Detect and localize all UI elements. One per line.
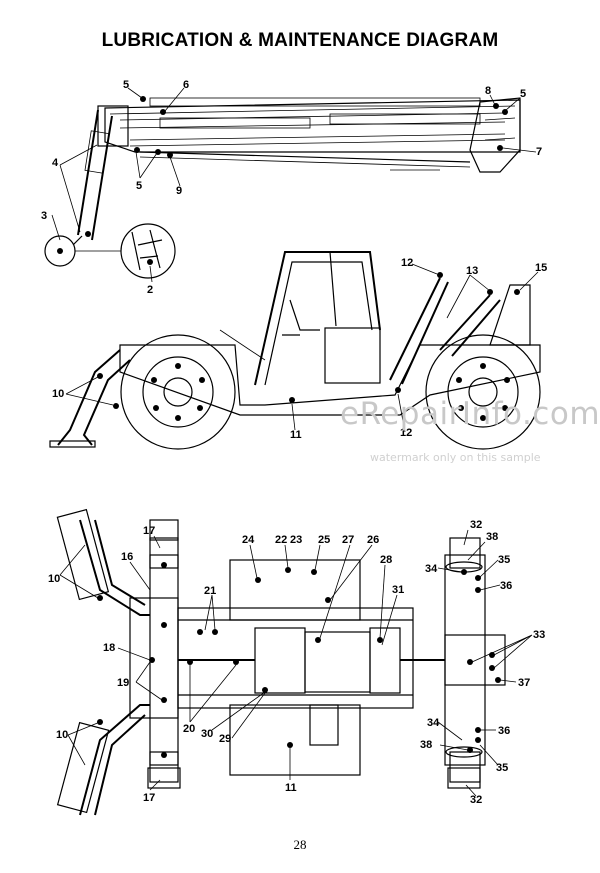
callout-plan-17a: 17 bbox=[143, 525, 155, 537]
callout-side-11: 11 bbox=[290, 429, 302, 441]
machine-side-view: 12 13 15 10 11 12 bbox=[49, 251, 547, 450]
callout-plan-36a: 36 bbox=[500, 580, 512, 592]
callout-plan-27: 27 bbox=[342, 534, 354, 546]
callout-side-12b: 12 bbox=[400, 427, 412, 439]
callout-plan-22: 22 bbox=[275, 534, 287, 546]
callout-plan-19: 19 bbox=[117, 677, 129, 689]
callout-plan-36b: 36 bbox=[498, 725, 510, 737]
callout-plan-30: 30 bbox=[201, 728, 213, 740]
callout-plan-26: 26 bbox=[367, 534, 379, 546]
callout-plan-28: 28 bbox=[380, 554, 392, 566]
callout-plan-38b: 38 bbox=[420, 739, 432, 751]
callout-plan-10b: 10 bbox=[56, 729, 68, 741]
page-title: LUBRICATION & MAINTENANCE DIAGRAM bbox=[101, 30, 499, 51]
callout-side-10: 10 bbox=[52, 388, 64, 400]
callout-plan-33: 33 bbox=[533, 629, 545, 641]
callout-plan-16: 16 bbox=[121, 551, 133, 563]
callout-boom-7: 7 bbox=[536, 146, 542, 158]
callout-plan-20: 20 bbox=[183, 723, 195, 735]
callout-plan-23: 23 bbox=[290, 534, 302, 546]
callout-boom-9: 9 bbox=[176, 185, 182, 197]
watermark-text: eRepairInfo.com bbox=[340, 396, 600, 432]
callout-plan-11: 11 bbox=[285, 782, 297, 794]
callout-plan-31: 31 bbox=[392, 584, 404, 596]
callout-boom-4: 4 bbox=[52, 157, 59, 169]
callout-plan-35a: 35 bbox=[498, 554, 510, 566]
callout-plan-25: 25 bbox=[318, 534, 330, 546]
callout-boom-5b: 5 bbox=[520, 88, 526, 100]
callout-plan-18: 18 bbox=[103, 642, 115, 654]
callout-plan-34a: 34 bbox=[425, 563, 438, 575]
callout-boom-5a: 5 bbox=[123, 79, 129, 91]
callout-plan-17b: 17 bbox=[143, 792, 155, 804]
page-number: 28 bbox=[293, 837, 307, 852]
callout-plan-10a: 10 bbox=[48, 573, 60, 585]
callout-plan-21: 21 bbox=[204, 585, 216, 597]
machine-plan-view: 17 16 21 24 22 23 25 27 26 28 31 32 38 3… bbox=[48, 508, 545, 816]
callout-side-12a: 12 bbox=[401, 257, 413, 269]
callout-plan-29: 29 bbox=[219, 733, 231, 745]
callout-plan-37: 37 bbox=[518, 677, 530, 689]
callout-boom-3: 3 bbox=[41, 210, 47, 222]
boom-illustration: 5 6 8 5 7 4 5 9 3 2 bbox=[41, 79, 542, 296]
watermark-subtext: watermark only on this sample bbox=[370, 451, 541, 464]
callout-plan-34b: 34 bbox=[427, 717, 440, 729]
callout-plan-32a: 32 bbox=[470, 519, 482, 531]
callout-plan-32b: 32 bbox=[470, 794, 482, 806]
callout-boom-5c: 5 bbox=[136, 180, 142, 192]
callout-side-15: 15 bbox=[535, 262, 547, 274]
callout-plan-35b: 35 bbox=[496, 762, 508, 774]
callout-boom-6: 6 bbox=[183, 79, 189, 91]
callout-plan-38a: 38 bbox=[486, 531, 498, 543]
callout-plan-24: 24 bbox=[242, 534, 255, 546]
callout-boom-2: 2 bbox=[147, 284, 153, 296]
callout-side-13: 13 bbox=[466, 265, 478, 277]
callout-boom-8: 8 bbox=[485, 85, 491, 97]
